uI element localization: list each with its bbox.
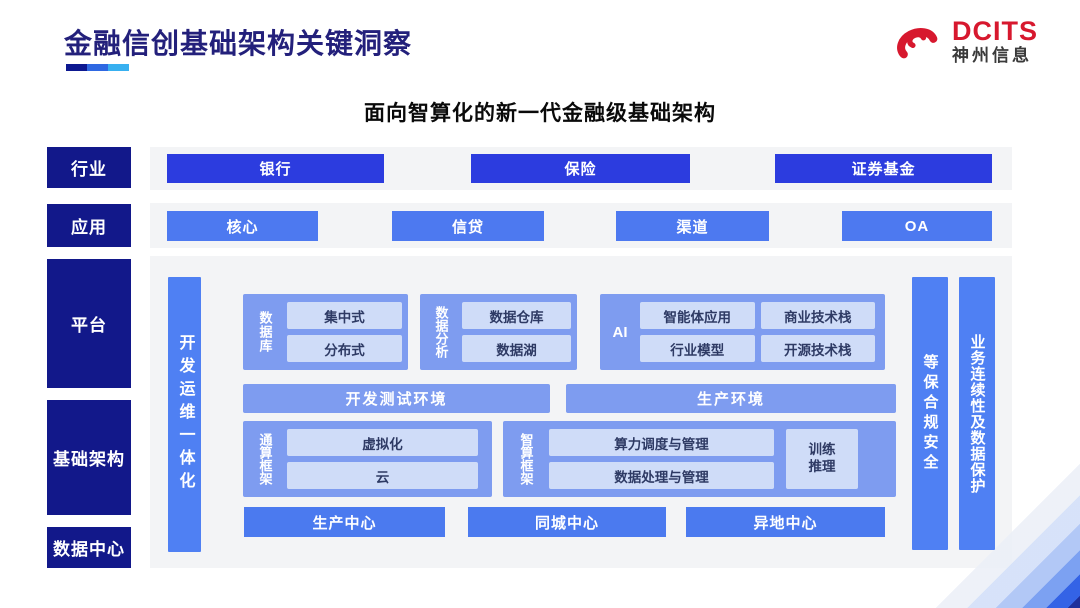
- pill-distributed: 分布式: [287, 335, 402, 362]
- dcits-swirl-icon: [897, 28, 938, 59]
- industry-item-securities: 证券基金: [775, 154, 992, 183]
- pill-industry-model: 行业模型: [640, 335, 755, 362]
- app-item-oa: OA: [842, 211, 992, 241]
- analytics-pills: 数据仓库 数据湖: [462, 294, 577, 370]
- devops-bar-label: 开发运维一体化: [176, 334, 194, 495]
- industry-item-bank: 银行: [167, 154, 384, 183]
- pill-opensource-stack: 开源技术栈: [760, 335, 875, 362]
- general-framework-pills: 虚拟化 云: [287, 421, 492, 497]
- center-remote: 异地中心: [686, 507, 885, 537]
- pill-centralized: 集中式: [287, 302, 402, 329]
- ai-pills: 智能体应用 商业技术栈 行业模型 开源技术栈: [640, 294, 885, 370]
- devops-bar: 开发运维一体化: [168, 277, 201, 552]
- pill-virtualization: 虚拟化: [287, 429, 478, 456]
- page-title: 金融信创基础架构关键洞察: [64, 28, 413, 59]
- intelligent-framework-pills: 算力调度与管理 数据处理与管理: [549, 421, 780, 497]
- underline-segment-light: [108, 64, 129, 71]
- center-same-city: 同城中心: [468, 507, 666, 537]
- row-label-datacenter: 数据中心: [47, 527, 131, 568]
- pill-cloud: 云: [287, 462, 478, 489]
- security-compliance-label: 等保合规安全: [921, 353, 939, 474]
- title-underline: [66, 64, 129, 71]
- diagram-title: 面向智算化的新一代金融级基础架构: [364, 102, 716, 125]
- underline-segment-dark: [66, 64, 87, 71]
- logo-brand: DCITS: [952, 15, 1038, 46]
- business-continuity-bar: 业务连续性及数据保护: [959, 277, 995, 550]
- pill-data-lake: 数据湖: [462, 335, 571, 362]
- row-label-platform: 平台: [47, 259, 131, 388]
- database-pills: 集中式 分布式: [287, 294, 408, 370]
- underline-segment-medium: [87, 64, 108, 71]
- row-label-infrastructure: 基础架构: [47, 400, 131, 515]
- logo-text: DCITS 神州信息: [952, 15, 1038, 65]
- pill-training-inference: 训练 推理: [786, 429, 858, 489]
- row-label-application: 应用: [47, 204, 131, 247]
- general-framework-label: 通算框架: [257, 433, 273, 485]
- app-item-channel: 渠道: [616, 211, 769, 241]
- pill-data-warehouse: 数据仓库: [462, 302, 571, 329]
- dev-test-environment-bar: 开发测试环境: [243, 384, 550, 413]
- analytics-group: 数据分析 数据仓库 数据湖: [420, 294, 577, 370]
- row-label-industry: 行业: [47, 147, 131, 188]
- pill-agent-app: 智能体应用: [640, 302, 755, 329]
- business-continuity-label: 业务连续性及数据保护: [968, 333, 986, 494]
- ai-group: AI 智能体应用 商业技术栈 行业模型 开源技术栈: [600, 294, 885, 370]
- app-item-core: 核心: [167, 211, 318, 241]
- dcits-logo: DCITS 神州信息: [888, 16, 1038, 66]
- database-group: 数据库 集中式 分布式: [243, 294, 408, 370]
- pill-commercial-stack: 商业技术栈: [760, 302, 875, 329]
- industry-item-insurance: 保险: [471, 154, 690, 183]
- database-group-label: 数据库: [257, 311, 273, 353]
- security-compliance-bar: 等保合规安全: [912, 277, 948, 550]
- analytics-group-label: 数据分析: [433, 306, 449, 358]
- pill-compute-scheduling: 算力调度与管理: [549, 429, 774, 456]
- pill-data-processing: 数据处理与管理: [549, 462, 774, 489]
- production-environment-bar: 生产环境: [566, 384, 896, 413]
- center-production: 生产中心: [244, 507, 445, 537]
- logo-company: 神州信息: [952, 45, 1032, 65]
- intelligent-framework-label: 智算框架: [518, 433, 534, 485]
- general-framework-group: 通算框架 虚拟化 云: [243, 421, 492, 497]
- ai-group-label: AI: [612, 323, 628, 341]
- app-item-credit: 信贷: [392, 211, 544, 241]
- intelligent-framework-group: 智算框架 算力调度与管理 数据处理与管理 训练 推理: [503, 421, 896, 497]
